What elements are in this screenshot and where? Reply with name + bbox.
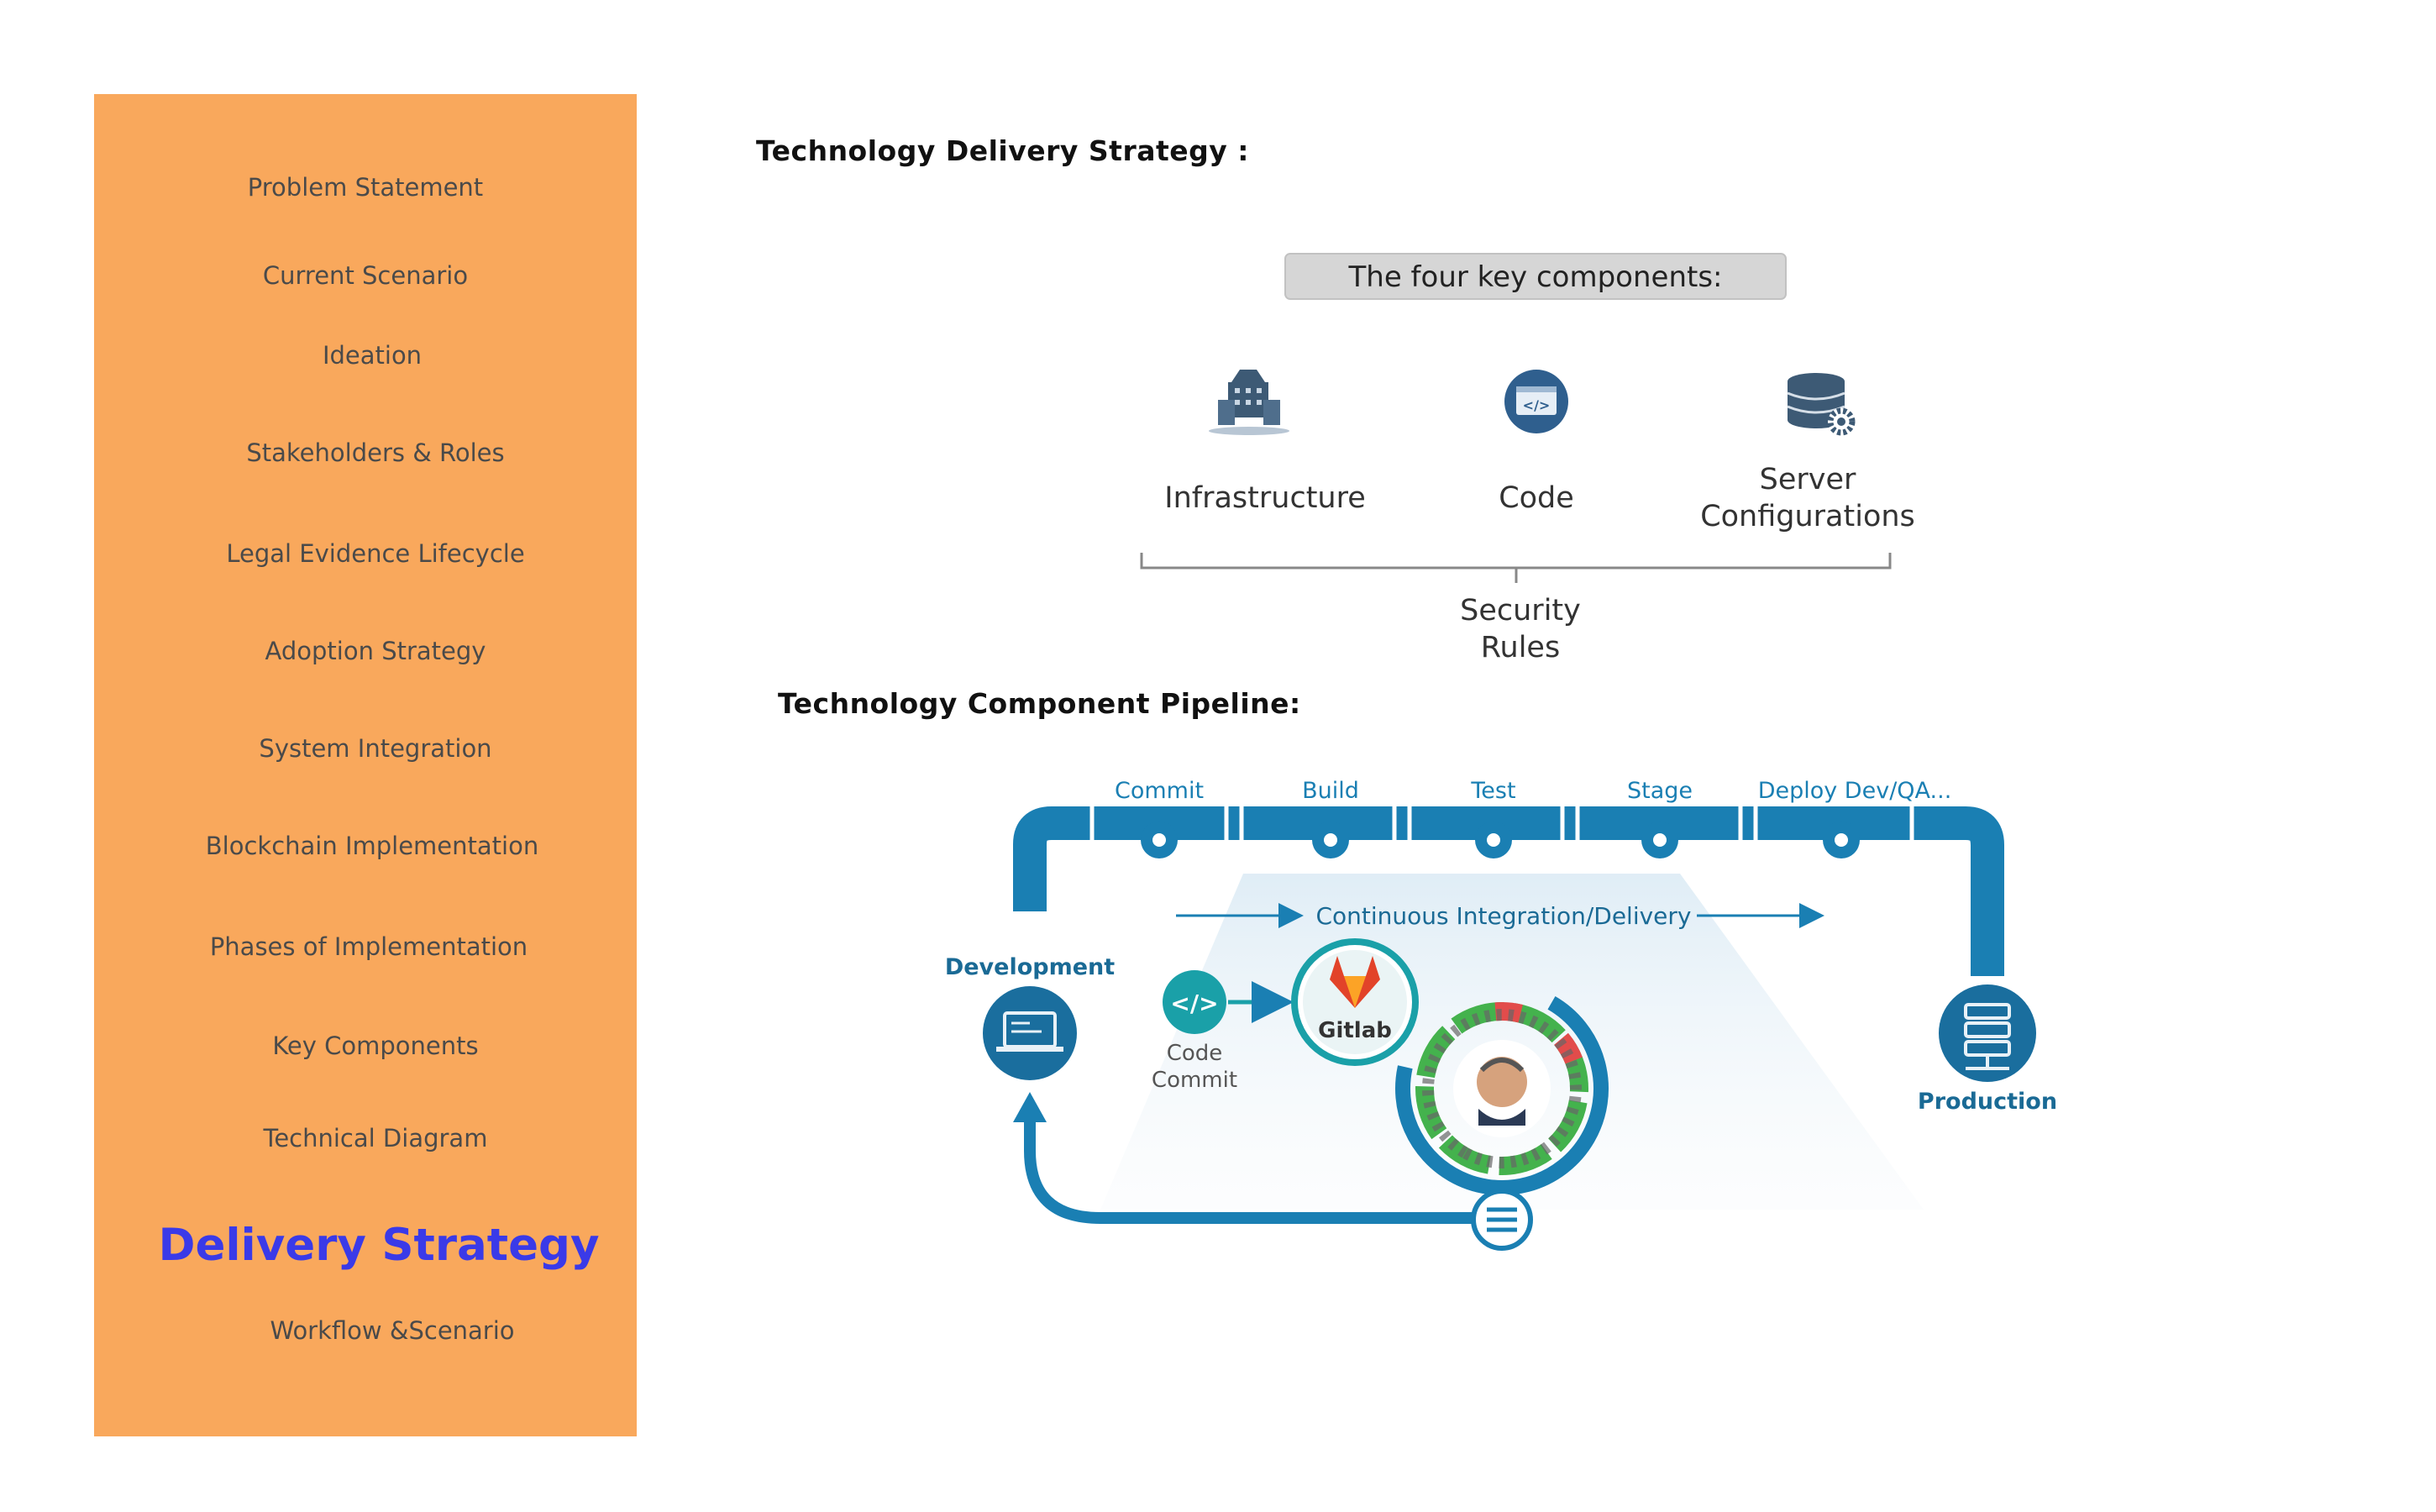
code-icon: </> [1504,370,1568,433]
pipeline-diagram: Commit Build Test Stage Deploy Dev/QA...… [945,778,2057,1251]
server-stack-icon [1939,984,2036,1082]
nav-item-technical-diagram[interactable]: Technical Diagram [263,1124,488,1152]
svg-text:</>: </> [1523,397,1551,413]
production-label: Production [1918,1089,2057,1115]
nav-item-workflow-scenario[interactable]: Workflow &Scenario [270,1316,515,1345]
nav-item-delivery-strategy[interactable]: Delivery Strategy [158,1220,600,1271]
components-bracket [1140,553,1892,583]
gitlab-label: Gitlab [1318,1018,1392,1043]
pipeline-pipe [1013,806,2004,976]
nav-item-phases-of-implementation[interactable]: Phases of Implementation [209,932,528,961]
stage-test: Test [1470,778,1515,804]
nav-item-ideation[interactable]: Ideation [322,341,423,370]
security-label-line1: Security [1460,594,1581,627]
stage-dots [1141,822,1860,858]
return-arrow-head [1013,1092,1047,1122]
list-icon [1471,1189,1533,1251]
sidebar-nav: Problem Statement Current Scenario Ideat… [94,94,637,1436]
nav-item-blockchain-implementation[interactable]: Blockchain Implementation [205,832,539,860]
development-label: Development [945,954,1115,980]
stage-stage: Stage [1627,778,1693,804]
nav-item-problem-statement[interactable]: Problem Statement [247,173,484,202]
server-label-line2: Configurations [1700,500,1915,533]
nav-item-system-integration[interactable]: System Integration [259,734,492,763]
stage-build: Build [1302,778,1359,804]
database-gear-icon [1787,373,1856,436]
pipeline-heading: Technology Component Pipeline: [778,687,1301,720]
laptop-icon [983,986,1077,1080]
code-commit-line1: Code [1167,1041,1223,1066]
stage-deploy: Deploy Dev/QA... [1758,778,1952,804]
nav-item-key-components[interactable]: Key Components [272,1032,479,1060]
stage-commit: Commit [1115,778,1204,804]
gitlab-icon [1291,938,1419,1066]
components-banner [1284,253,1787,300]
server-label-line1: Server [1760,463,1856,496]
code-label: Code [1499,481,1574,515]
return-loop [1024,1109,1495,1224]
infrastructure-label: Infrastructure [1164,481,1366,515]
key-components-diagram: The four key components: Infrastructure … [1140,253,1915,664]
code-commit-icon: </> [1163,970,1226,1034]
infrastructure-icon [1209,370,1289,435]
nav-item-adoption-strategy[interactable]: Adoption Strategy [265,637,486,665]
delivery-strategy-heading: Technology Delivery Strategy : [756,134,1249,167]
components-banner-text: The four key components: [1348,260,1723,294]
svg-text:</>: </> [1170,990,1218,1017]
ci-label: Continuous Integration/Delivery [1316,902,1692,930]
nav-item-legal-evidence-lifecycle[interactable]: Legal Evidence Lifecycle [226,539,525,568]
nav-item-stakeholders[interactable]: Stakeholders & Roles [246,438,505,467]
security-label-line2: Rules [1481,631,1560,664]
code-commit-line2: Commit [1152,1068,1237,1093]
nav-item-current-scenario[interactable]: Current Scenario [262,261,469,290]
